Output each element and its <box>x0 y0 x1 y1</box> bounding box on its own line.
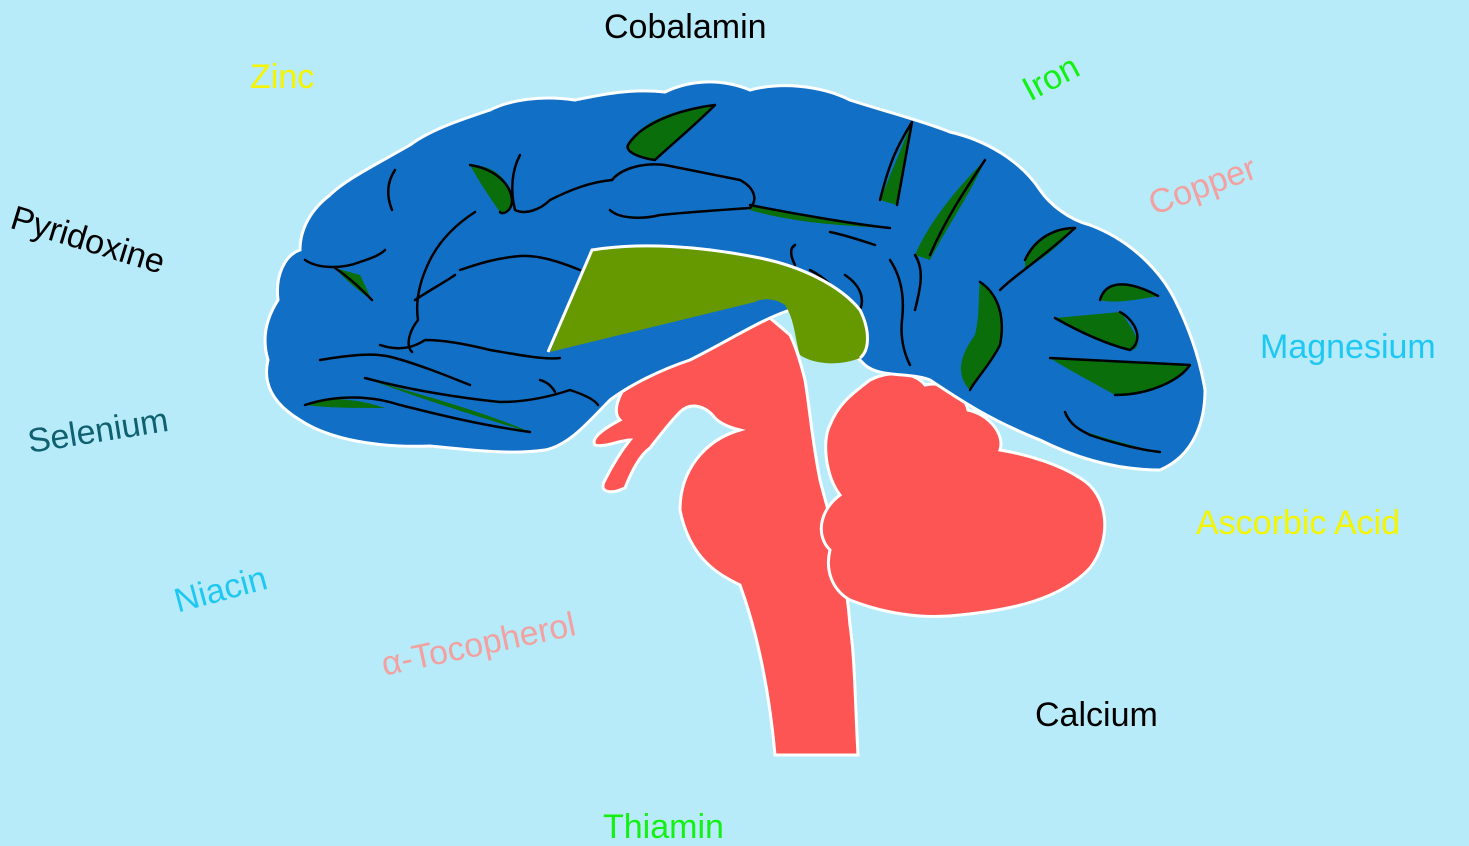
label-calcium: Calcium <box>1035 698 1158 732</box>
label-cobalamin: Cobalamin <box>604 10 767 44</box>
label-zinc: Zinc <box>250 60 314 94</box>
label-magnesium: Magnesium <box>1260 330 1436 364</box>
label-thiamin: Thiamin <box>603 810 724 844</box>
label-ascorbic-acid: Ascorbic Acid <box>1196 506 1400 540</box>
